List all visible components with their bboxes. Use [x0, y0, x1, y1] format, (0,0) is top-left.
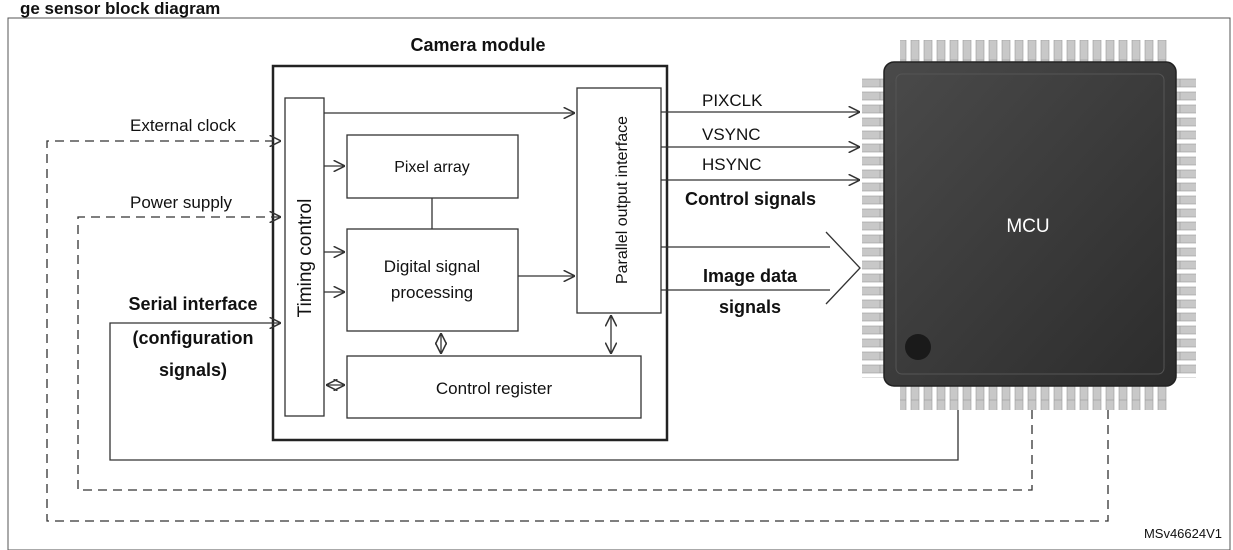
pixel-array-block — [346, 134, 519, 199]
power-supply-label: Power supply — [130, 193, 233, 212]
serial-interface-label-line1: Serial interface — [128, 294, 257, 314]
camera-module-title: Camera module — [410, 35, 545, 55]
power-supply-line — [77, 217, 1033, 491]
image-data-label-line1: Image data — [703, 266, 798, 286]
dsp-label-line2: processing — [391, 283, 473, 302]
image-data-bus-arrow — [661, 231, 861, 305]
serial-interface-line — [109, 323, 959, 461]
reference-id: MSv46624V1 — [1144, 526, 1222, 541]
timing-control-block — [284, 97, 325, 417]
timing-control-label: Timing control — [295, 199, 316, 318]
external-clock-label: External clock — [130, 116, 236, 135]
dsp-block — [346, 228, 519, 332]
pixclk-label: PIXCLK — [702, 91, 763, 110]
chip-pin1-dot — [905, 334, 931, 360]
vsync-label: VSYNC — [702, 125, 761, 144]
control-register-block — [346, 355, 642, 419]
figure-frame — [7, 17, 1231, 550]
external-clock-line — [46, 141, 1109, 522]
control-register-label: Control register — [436, 379, 553, 398]
mcu-label: MCU — [1006, 216, 1049, 237]
control-signals-label: Control signals — [685, 189, 816, 209]
parallel-output-block — [576, 87, 662, 314]
figure-header: ge sensor block diagram — [20, 0, 220, 18]
serial-interface-label-line2: (configuration — [133, 328, 254, 348]
mcu-chip: MCU — [862, 40, 1196, 410]
camera-module-box — [271, 64, 669, 442]
pixel-array-label: Pixel array — [394, 159, 470, 176]
image-data-label-line2: signals — [719, 297, 781, 317]
serial-interface-label-line3: signals) — [159, 360, 227, 380]
parallel-output-label: Parallel output interface — [614, 116, 631, 284]
hsync-label: HSYNC — [702, 155, 762, 174]
dsp-label-line1: Digital signal — [384, 257, 480, 276]
